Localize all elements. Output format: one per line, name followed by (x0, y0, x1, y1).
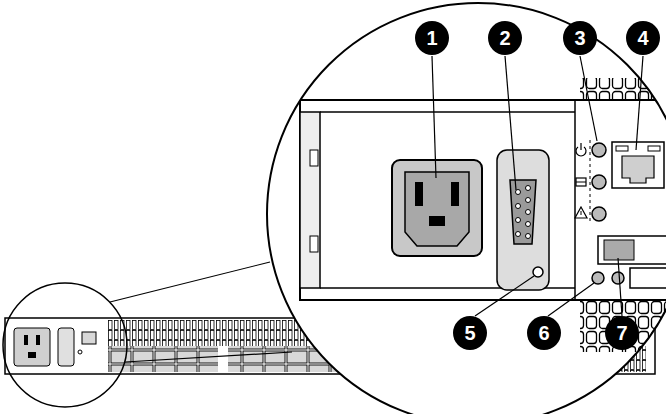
callout-number: 1 (415, 21, 449, 55)
power-socket (392, 160, 482, 256)
magnifier-circle (3, 283, 127, 407)
leader-lines (432, 56, 643, 316)
zoom-line (125, 352, 292, 362)
callout-number: 5 (453, 316, 487, 350)
callout-number: 7 (605, 316, 639, 350)
sfp-port (592, 236, 666, 288)
callout-number: 4 (626, 21, 660, 55)
enlarged-view (267, 3, 666, 414)
serial-port (497, 150, 549, 290)
reset-button (533, 267, 543, 277)
status-leds (575, 140, 606, 224)
callout-number: 2 (488, 21, 522, 55)
zoom-line (110, 262, 270, 302)
callout-number: 6 (527, 316, 561, 350)
ethernet-port (612, 142, 664, 188)
callout-number: 3 (563, 21, 597, 55)
